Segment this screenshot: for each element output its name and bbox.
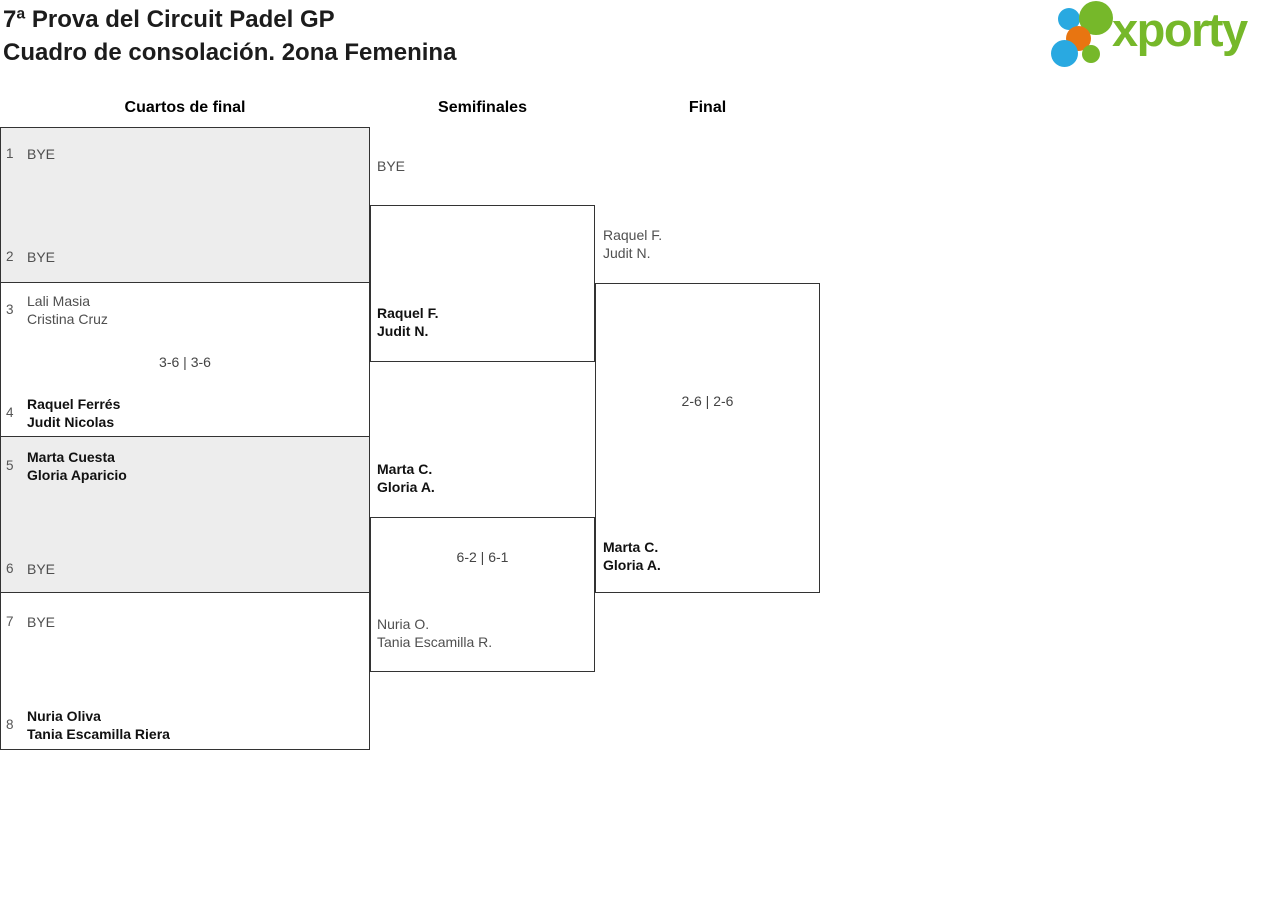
player-1-name: Raquel Ferrés	[27, 396, 121, 412]
qf-seat-3: 3 Lali Masia Cristina Cruz	[6, 292, 108, 328]
player-1-name: Marta C.	[603, 539, 659, 555]
qf-seat-8: 8 Nuria Oliva Tania Escamilla Riera	[6, 707, 170, 743]
player-1-name: Marta C.	[377, 461, 433, 477]
player-2-name: Tania Escamilla R.	[377, 634, 493, 650]
final-seat-1: Raquel F. Judit N.	[603, 226, 662, 262]
page-title: 7ª Prova del Circuit Padel GP Cuadro de …	[3, 3, 456, 69]
final-score: 2-6 | 2-6	[681, 393, 734, 409]
logo-dots-icon	[1048, 1, 1118, 67]
player-2-name: Cristina Cruz	[27, 311, 108, 327]
column-header-cuartos: Cuartos de final	[124, 99, 246, 116]
qf-seat-7: 7 BYE	[6, 613, 55, 631]
xporty-logo[interactable]: xporty	[1048, 0, 1280, 67]
team-name: BYE	[27, 561, 56, 577]
sf-seat-4: Nuria O. Tania Escamilla R.	[377, 615, 492, 651]
final-seat-2: Marta C. Gloria A.	[603, 538, 661, 574]
player-2-name: Gloria A.	[603, 557, 661, 573]
player-2-name: Judit N.	[377, 323, 429, 339]
sf-seat-3: Marta C. Gloria A.	[377, 460, 435, 496]
team-name: BYE	[27, 146, 56, 162]
player-2-name: Gloria A.	[377, 479, 435, 495]
player-2-name: Gloria Aparicio	[27, 467, 127, 483]
seed-number: 7	[6, 614, 14, 629]
player-1-name: Marta Cuesta	[27, 449, 115, 465]
qf-seat-4: 4 Raquel Ferrés Judit Nicolas	[6, 395, 120, 431]
seed-number: 3	[6, 302, 14, 317]
logo-dot-green-small	[1082, 45, 1100, 63]
column-header-final: Final	[688, 99, 727, 116]
seed-number: 8	[6, 717, 14, 732]
seed-number: 4	[6, 405, 14, 420]
seed-number: 6	[6, 561, 14, 576]
sf-match-2-box	[370, 517, 595, 672]
qf-seat-1: 1 BYE	[6, 145, 55, 163]
sf-seat-2: Raquel F. Judit N.	[377, 304, 438, 340]
sf-seat-1: BYE	[377, 157, 405, 175]
player-2-name: Tania Escamilla Riera	[27, 726, 170, 742]
final-match-box	[595, 283, 820, 593]
player-1-name: Lali Masia	[27, 293, 91, 309]
team-name: BYE	[27, 249, 56, 265]
player-1-name: Nuria Oliva	[27, 708, 101, 724]
player-1-name: Nuria O.	[377, 616, 430, 632]
qf-seat-6: 6 BYE	[6, 560, 55, 578]
team-name: BYE	[377, 158, 406, 174]
bracket-subtitle: Cuadro de consolación. 2ona Femenina	[3, 39, 457, 66]
column-header-semifinales: Semifinales	[438, 99, 527, 116]
sf-match-2-score: 6-2 | 6-1	[456, 549, 509, 565]
qf-match-2-box	[0, 283, 370, 437]
qf-match-4-box	[0, 593, 370, 750]
logo-wordmark: xporty	[1112, 3, 1248, 56]
qf-match-3-box	[0, 437, 370, 593]
logo-dot-blue-large	[1051, 40, 1078, 67]
player-1-name: Raquel F.	[377, 305, 439, 321]
seed-number: 5	[6, 458, 14, 473]
player-2-name: Judit N.	[603, 245, 651, 261]
team-name: BYE	[27, 614, 56, 630]
logo-dot-blue-small	[1058, 8, 1080, 30]
player-1-name: Raquel F.	[603, 227, 663, 243]
qf-match-1-box	[0, 127, 370, 283]
seed-number: 1	[6, 146, 14, 161]
qf-seat-5: 5 Marta Cuesta Gloria Aparicio	[6, 448, 127, 484]
player-2-name: Judit Nicolas	[27, 414, 115, 430]
qf-seat-2: 2 BYE	[6, 248, 55, 266]
seed-number: 2	[6, 249, 14, 264]
qf-match-2-score: 3-6 | 3-6	[159, 354, 211, 370]
tournament-title: 7ª Prova del Circuit Padel GP	[3, 6, 335, 33]
sf-match-1-box	[370, 205, 595, 362]
